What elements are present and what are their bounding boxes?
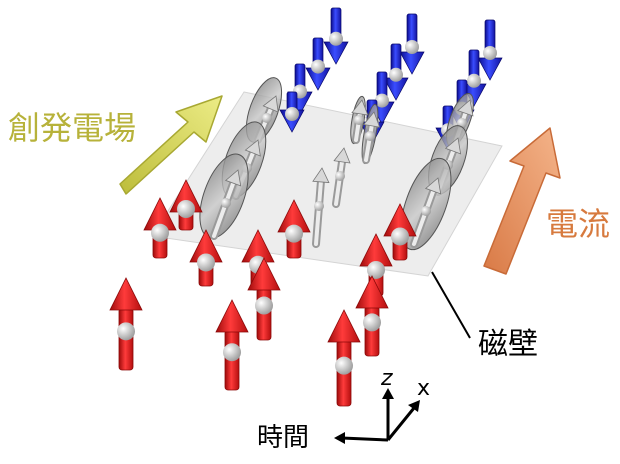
- wall-spin-icon: [312, 167, 330, 248]
- up-spin-group: [109, 179, 417, 407]
- emergent-field-arrow-icon: [119, 95, 223, 195]
- spin-up-arrow-icon: [109, 277, 143, 371]
- spin-down-arrow-icon: [383, 43, 409, 101]
- x-axis-label: x: [417, 376, 431, 401]
- current-label: 電流: [546, 205, 611, 243]
- spin-up-arrow-icon: [143, 197, 177, 259]
- domain-wall-label: 磁壁: [478, 327, 538, 362]
- wall-spin-icon: [350, 95, 369, 145]
- spin-down-arrow-icon: [279, 91, 305, 133]
- spin-up-arrow-icon: [327, 309, 361, 407]
- spin-down-arrow-icon: [477, 19, 503, 81]
- domain-wall-leader-line: [431, 271, 471, 339]
- spin-down-arrow-icon: [287, 63, 313, 115]
- spin-up-arrow-icon: [383, 203, 417, 261]
- spin-up-arrow-icon: [189, 229, 223, 287]
- z-axis-label: z: [381, 366, 393, 391]
- spin-up-arrow-icon: [355, 275, 389, 357]
- emergent-field-label: 創発電場: [8, 109, 137, 147]
- wall-spin-icon: [400, 157, 452, 251]
- domain-wall-spin-group: [199, 77, 474, 251]
- spin-down-arrow-icon: [399, 13, 425, 75]
- wall-spin-icon: [361, 103, 381, 165]
- current-arrow-icon: [483, 127, 561, 275]
- spin-down-arrow-icon: [323, 7, 349, 65]
- spin-up-arrow-icon: [169, 179, 203, 231]
- wall-spin-icon: [332, 147, 351, 208]
- wall-spin-icon: [199, 153, 249, 240]
- spin-up-arrow-icon: [277, 199, 311, 259]
- time-axis-label: 時間: [257, 423, 310, 453]
- coordinate-axes-icon: [334, 388, 420, 444]
- spin-up-arrow-icon: [247, 257, 281, 341]
- spin-up-arrow-icon: [215, 299, 249, 391]
- spin-down-arrow-icon: [305, 37, 331, 91]
